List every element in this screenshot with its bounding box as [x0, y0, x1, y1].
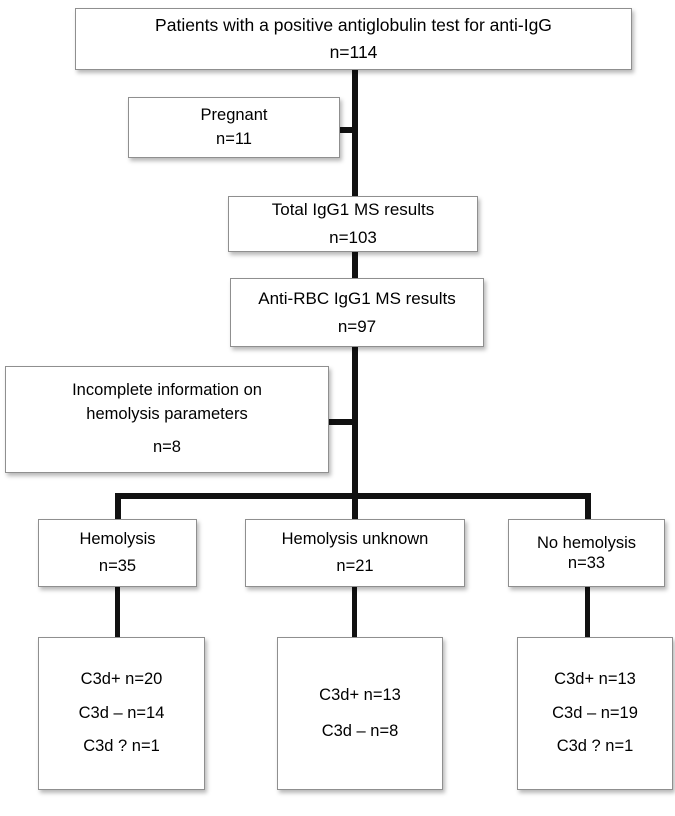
c3d-row: C3d – n=14 — [78, 703, 165, 722]
node-excluded-pregnant: Pregnant n=11 — [128, 97, 340, 158]
node-total-igg1-ms-results: Total IgG1 MS results n=103 — [228, 196, 478, 252]
connector-leg-hemolysis — [115, 493, 121, 521]
node-count: n=114 — [329, 42, 378, 62]
node-label: Hemolysis unknown — [281, 530, 429, 549]
node-label-line1: Incomplete information on — [72, 381, 262, 400]
c3d-row: C3d – n=8 — [321, 721, 399, 740]
node-count: n=33 — [567, 554, 606, 572]
node-label: Pregnant — [200, 106, 268, 125]
node-count: n=21 — [336, 557, 374, 575]
connector-trunk-igg1-to-antirbc — [352, 251, 358, 280]
node-label: Hemolysis — [79, 530, 156, 549]
node-hemolysis-unknown: Hemolysis unknown n=21 — [245, 519, 465, 587]
node-count: n=97 — [337, 316, 377, 336]
node-positive-antiglobulin-test: Patients with a positive antiglobulin te… — [75, 8, 632, 70]
c3d-row: C3d+ n=20 — [80, 669, 163, 688]
connector-leg-no-hemolysis — [585, 493, 591, 521]
node-label: Anti-RBC IgG1 MS results — [258, 288, 456, 308]
node-count: n=8 — [153, 438, 181, 457]
node-label: Patients with a positive antiglobulin te… — [155, 14, 552, 35]
connector-leg-hemolysis-unknown — [352, 493, 358, 521]
connector-incomplete-stub — [327, 419, 358, 425]
node-count: n=11 — [216, 129, 252, 148]
node-no-hemolysis: No hemolysis n=33 — [508, 519, 665, 587]
node-count: n=35 — [98, 557, 137, 575]
c3d-row: C3d – n=19 — [552, 703, 638, 722]
node-label: Total IgG1 MS results — [271, 200, 435, 220]
connector-trunk-top — [352, 70, 358, 197]
connector-pregnant-stub — [336, 127, 358, 133]
c3d-row: C3d ? n=1 — [556, 737, 634, 756]
c3d-row: C3d+ n=13 — [319, 686, 401, 705]
connector-hemolysis-unknown-to-c3d — [352, 585, 357, 639]
node-hemolysis-unknown-c3d-breakdown: C3d+ n=13 C3d – n=8 — [277, 637, 443, 790]
node-count: n=103 — [329, 228, 377, 247]
node-anti-rbc-igg1-ms-results: Anti-RBC IgG1 MS results n=97 — [230, 278, 484, 347]
node-hemolysis: Hemolysis n=35 — [38, 519, 197, 587]
node-excluded-incomplete-information: Incomplete information on hemolysis para… — [5, 366, 329, 473]
connector-no-hemolysis-to-c3d — [585, 585, 590, 639]
node-hemolysis-c3d-breakdown: C3d+ n=20 C3d – n=14 C3d ? n=1 — [38, 637, 205, 790]
c3d-row: C3d ? n=1 — [83, 737, 160, 756]
node-label-line2: hemolysis parameters — [86, 404, 248, 423]
node-no-hemolysis-c3d-breakdown: C3d+ n=13 C3d – n=19 C3d ? n=1 — [517, 637, 673, 790]
c3d-row: C3d+ n=13 — [554, 669, 636, 688]
connector-hemolysis-to-c3d — [115, 585, 120, 639]
node-label: No hemolysis — [536, 533, 637, 552]
